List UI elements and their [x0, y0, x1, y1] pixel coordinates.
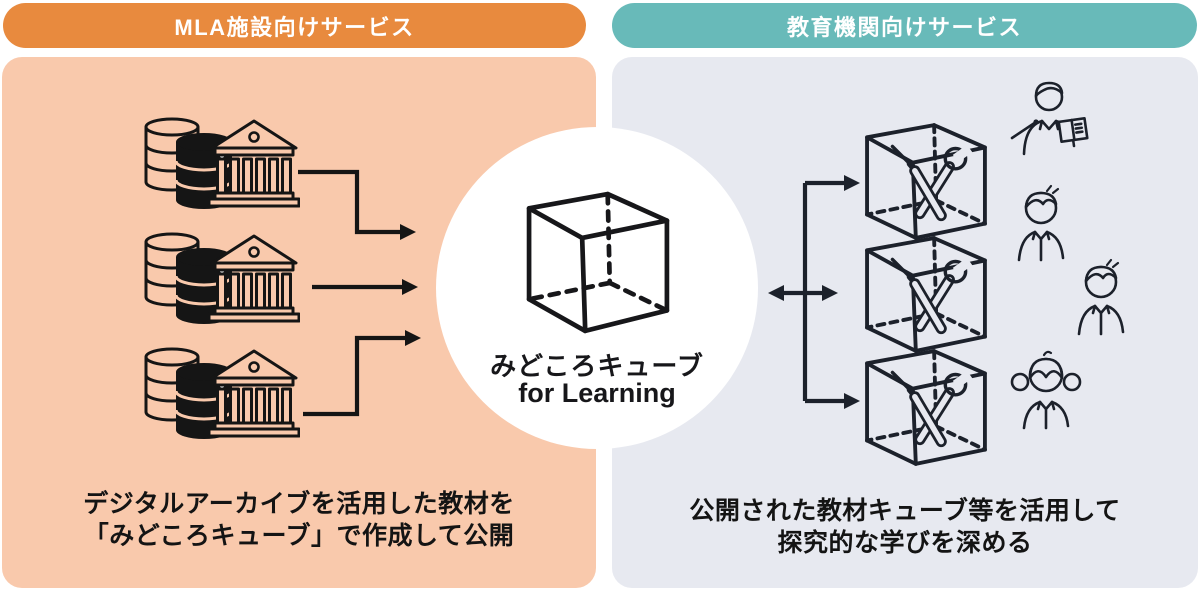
- left-caption-line2: 「みどころキューブ」で作成して公開: [83, 521, 515, 550]
- badge-subtitle: for Learning: [518, 378, 676, 408]
- right-caption-line2: 探究的な学びを深める: [777, 528, 1033, 557]
- student-girl-icon: [1010, 348, 1082, 430]
- right-header-banner: 教育機関向けサービス: [612, 3, 1197, 48]
- arrow-middle-to-center: [312, 279, 418, 295]
- left-header-banner: MLA施設向けサービス: [3, 3, 586, 48]
- left-caption: デジタルアーカイブを活用した教材を 「みどころキューブ」で作成して公開: [2, 489, 596, 552]
- arrow-bottom-to-center: [303, 330, 421, 417]
- database-building-icon: [142, 231, 300, 327]
- database-building-icon: [142, 116, 300, 212]
- arrow-top-to-center: [298, 169, 416, 240]
- student-boy-icon: [1011, 184, 1071, 262]
- education-cube-with-tools-icon: [864, 122, 990, 242]
- left-header-label: MLA施設向けサービス: [174, 14, 415, 40]
- midokoro-cube-badge: みどころキューブ for Learning: [436, 127, 758, 449]
- right-header-label: 教育機関向けサービス: [786, 14, 1022, 40]
- right-caption: 公開された教材キューブ等を活用して 探究的な学びを深める: [612, 496, 1198, 559]
- right-caption-line1: 公開された教材キューブ等を活用して: [689, 497, 1121, 525]
- student-boy-icon: [1071, 258, 1131, 336]
- education-cube-with-tools-icon: [864, 235, 990, 355]
- arrow-branch-to-cubes: [768, 175, 860, 409]
- badge-title: みどころキューブ: [490, 351, 704, 381]
- teacher-icon: [1006, 80, 1090, 156]
- left-caption-line1: デジタルアーカイブを活用した教材を: [83, 490, 515, 518]
- database-building-icon: [142, 346, 300, 442]
- wireframe-cube-icon: [526, 191, 671, 336]
- education-cube-with-tools-icon: [864, 348, 990, 468]
